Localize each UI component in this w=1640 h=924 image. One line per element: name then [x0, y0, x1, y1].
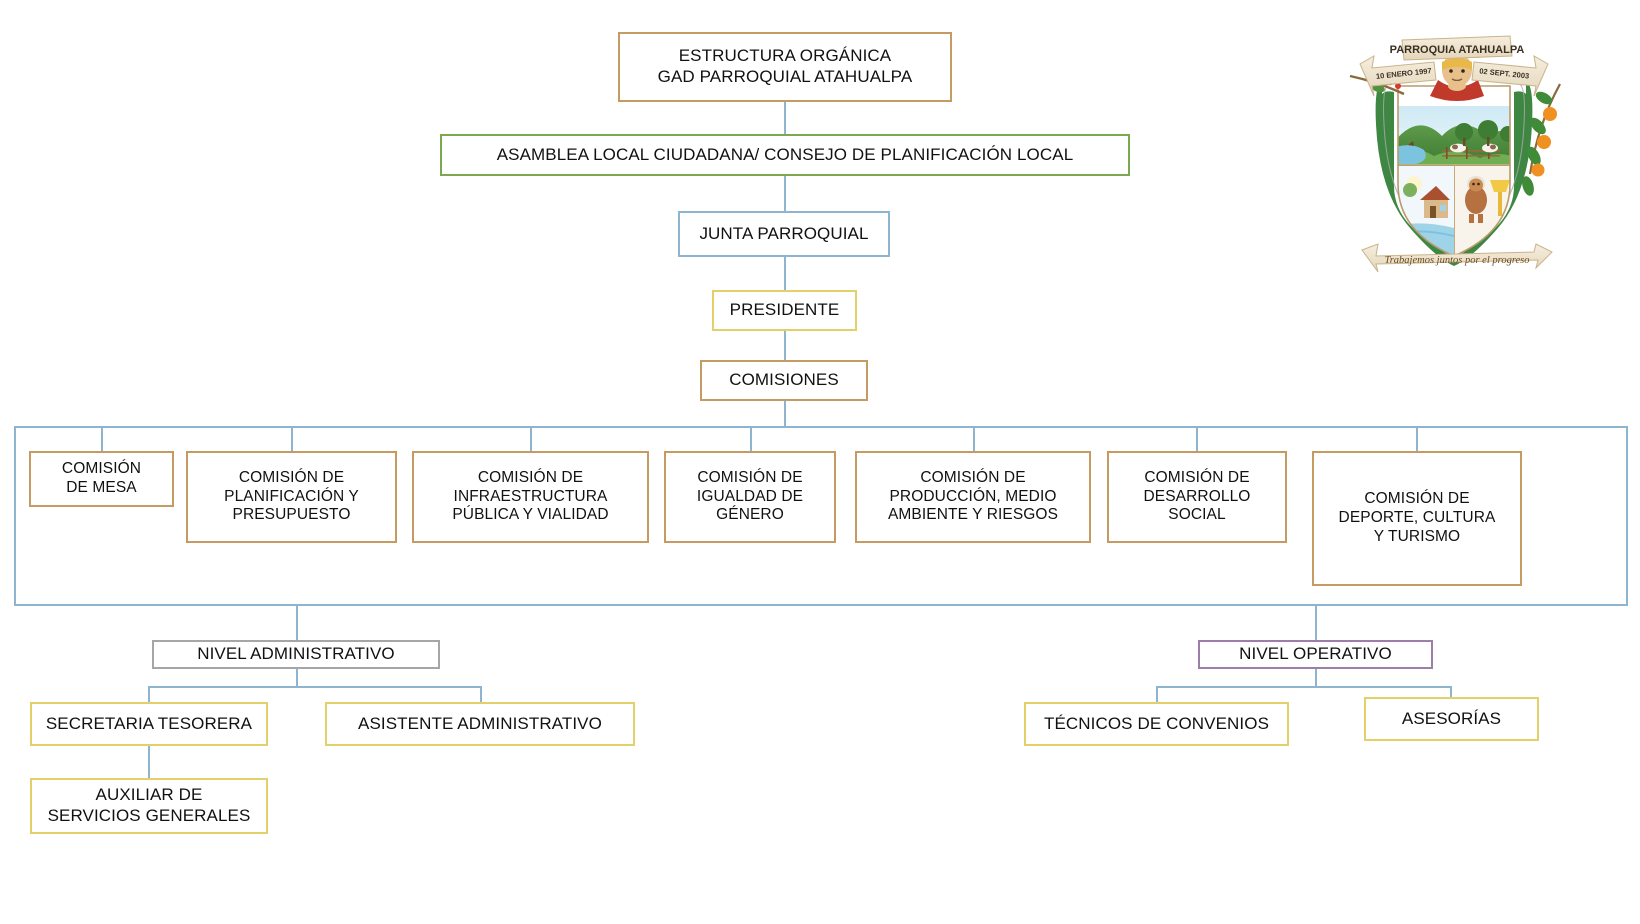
- comision-mesa-line-2: DE MESA: [66, 479, 137, 496]
- emblem-top-banner-text: PARROQUIA ATAHUALPA: [1390, 44, 1525, 56]
- comision-infraestructura-line-1: COMISIÓN DE: [477, 468, 584, 486]
- comision-igualdad-line-3: GÉNERO: [716, 506, 784, 524]
- title-line-2: GAD PARROQUIAL ATAHUALPA: [657, 67, 913, 86]
- parroquia-atahualpa-emblem: PARROQUIA ATAHUALPA 10 ENERO 1997 02 SEP…: [1338, 14, 1570, 276]
- node-comision-planificacion[interactable]: COMISIÓN DE PLANIFICACIÓN Y PRESUPUESTO: [186, 451, 397, 543]
- comisiones-label: COMISIONES: [729, 370, 839, 390]
- auxiliar-line-1: AUXILIAR DE: [95, 785, 203, 805]
- comision-igualdad-line-2: IGUALDAD DE: [696, 487, 804, 505]
- node-asamblea-local-ciudadana[interactable]: ASAMBLEA LOCAL CIUDADANA/ CONSEJO DE PLA…: [440, 134, 1130, 176]
- auxiliar-line-2: SERVICIOS GENERALES: [47, 806, 251, 825]
- connector-stub-planificacion: [291, 426, 293, 451]
- connector-operativo-to-asesorias: [1450, 686, 1452, 702]
- comision-planificacion-line-2: PLANIFICACIÓN Y: [224, 487, 359, 505]
- emblem-motto-ribbon: Trabajemos juntos por el progreso: [1361, 243, 1553, 273]
- comision-deporte-line-2: DEPORTE, CULTURA: [1338, 509, 1496, 527]
- comision-infraestructura-line-2: INFRAESTRUCTURA: [453, 487, 608, 505]
- connector-stub-infraestructura: [530, 426, 532, 451]
- comision-produccion-line-1: COMISIÓN DE: [920, 468, 1026, 486]
- node-comision-igualdad[interactable]: COMISIÓN DE IGUALDAD DE GÉNERO: [664, 451, 836, 543]
- emblem-motto-text: Trabajemos juntos por el progreso: [1384, 255, 1529, 266]
- node-junta-parroquial[interactable]: JUNTA PARROQUIAL: [678, 211, 890, 257]
- node-nivel-administrativo[interactable]: NIVEL ADMINISTRATIVO: [152, 640, 440, 669]
- comision-desarrollo-line-2: DESARROLLO: [1143, 487, 1251, 505]
- node-auxiliar-servicios-generales[interactable]: AUXILIAR DE SERVICIOS GENERALES: [30, 778, 268, 834]
- connector-stub-deporte: [1416, 426, 1418, 451]
- junta-label: JUNTA PARROQUIAL: [699, 223, 869, 243]
- node-comision-infraestructura[interactable]: COMISIÓN DE INFRAESTRUCTURA PÚBLICA Y VI…: [412, 451, 649, 543]
- comision-infraestructura-line-3: PÚBLICA Y VIALIDAD: [452, 506, 609, 524]
- asamblea-label: ASAMBLEA LOCAL CIUDADANA/ CONSEJO DE PLA…: [496, 144, 1074, 164]
- connector-admin-to-secretaria: [148, 686, 150, 702]
- connector-admin-drop: [296, 669, 298, 686]
- emblem-orange-branch: [1522, 83, 1561, 196]
- title-line-1: ESTRUCTURA ORGÁNICA: [678, 46, 892, 66]
- connector-junta-to-presidente: [784, 257, 786, 290]
- presidente-label: PRESIDENTE: [729, 300, 840, 320]
- connector-admin-rail: [148, 686, 482, 688]
- node-asesorias[interactable]: ASESORÍAS: [1364, 697, 1539, 741]
- comision-igualdad-line-1: COMISIÓN DE: [697, 468, 803, 486]
- asistente-administrativo-label: ASISTENTE ADMINISTRATIVO: [358, 713, 602, 733]
- connector-stub-mesa: [101, 426, 103, 451]
- comision-desarrollo-line-3: SOCIAL: [1168, 506, 1226, 524]
- emblem-golden-axe: [1490, 180, 1510, 216]
- connector-container-to-nivel-administrativo: [296, 606, 298, 640]
- node-comision-deporte[interactable]: COMISIÓN DE DEPORTE, CULTURA Y TURISMO: [1312, 451, 1522, 586]
- node-comisiones[interactable]: COMISIONES: [700, 360, 868, 401]
- connector-comisiones-to-container: [784, 401, 786, 426]
- node-tecnicos-de-convenios[interactable]: TÉCNICOS DE CONVENIOS: [1024, 702, 1289, 746]
- node-comision-mesa[interactable]: COMISIÓN DE MESA: [29, 451, 174, 507]
- asesorias-label: ASESORÍAS: [1401, 708, 1502, 728]
- emblem-shield-body: [1398, 86, 1510, 256]
- connector-secretaria-to-auxiliar: [148, 746, 150, 778]
- comision-deporte-line-3: Y TURISMO: [1373, 527, 1461, 545]
- comision-desarrollo-line-1: COMISIÓN DE: [1144, 468, 1250, 486]
- commissions-container: [14, 426, 1628, 606]
- node-nivel-operativo[interactable]: NIVEL OPERATIVO: [1198, 640, 1433, 669]
- connector-stub-produccion: [973, 426, 975, 451]
- node-secretaria-tesorera[interactable]: SECRETARIA TESORERA: [30, 702, 268, 746]
- emblem-top-banner: PARROQUIA ATAHUALPA: [1390, 35, 1525, 61]
- secretaria-tesorera-label: SECRETARIA TESORERA: [45, 713, 253, 733]
- connector-container-to-nivel-operativo: [1315, 606, 1317, 640]
- emblem-figurine: [1465, 176, 1487, 223]
- connector-assembly-to-junta: [784, 176, 786, 211]
- comision-deporte-line-1: COMISIÓN DE: [1364, 490, 1470, 508]
- node-comision-desarrollo[interactable]: COMISIÓN DE DESARROLLO SOCIAL: [1107, 451, 1287, 543]
- emblem-svg: PARROQUIA ATAHUALPA 10 ENERO 1997 02 SEP…: [1349, 35, 1561, 273]
- emblem-right-ribbon: 02 SEPT. 2003: [1471, 55, 1549, 97]
- connector-admin-to-asistente: [480, 686, 482, 702]
- connector-operativo-drop: [1315, 669, 1317, 686]
- connector-stub-igualdad: [750, 426, 752, 451]
- comision-planificacion-line-3: PRESUPUESTO: [232, 506, 351, 524]
- connector-presidente-to-comisiones: [784, 331, 786, 360]
- tecnicos-de-convenios-label: TÉCNICOS DE CONVENIOS: [1043, 713, 1270, 733]
- node-comision-produccion[interactable]: COMISIÓN DE PRODUCCIÓN, MEDIO AMBIENTE Y…: [855, 451, 1091, 543]
- connector-title-to-assembly: [784, 102, 786, 134]
- nivel-operativo-label: NIVEL OPERATIVO: [1239, 644, 1392, 664]
- emblem-left-ribbon: 10 ENERO 1997: [1359, 55, 1437, 97]
- node-estructura-organica[interactable]: ESTRUCTURA ORGÁNICA GAD PARROQUIAL ATAHU…: [618, 32, 952, 102]
- comision-produccion-line-2: PRODUCCIÓN, MEDIO: [889, 487, 1057, 505]
- comision-mesa-line-1: COMISIÓN: [61, 460, 142, 478]
- comision-planificacion-line-1: COMISIÓN DE: [238, 468, 345, 486]
- connector-operativo-to-tecnicos: [1156, 686, 1158, 702]
- node-asistente-administrativo[interactable]: ASISTENTE ADMINISTRATIVO: [325, 702, 635, 746]
- nivel-administrativo-label: NIVEL ADMINISTRATIVO: [197, 644, 395, 664]
- comision-produccion-line-3: AMBIENTE Y RIESGOS: [887, 506, 1059, 524]
- connector-operativo-rail: [1156, 686, 1452, 688]
- connector-stub-desarrollo: [1196, 426, 1198, 451]
- node-presidente[interactable]: PRESIDENTE: [712, 290, 857, 331]
